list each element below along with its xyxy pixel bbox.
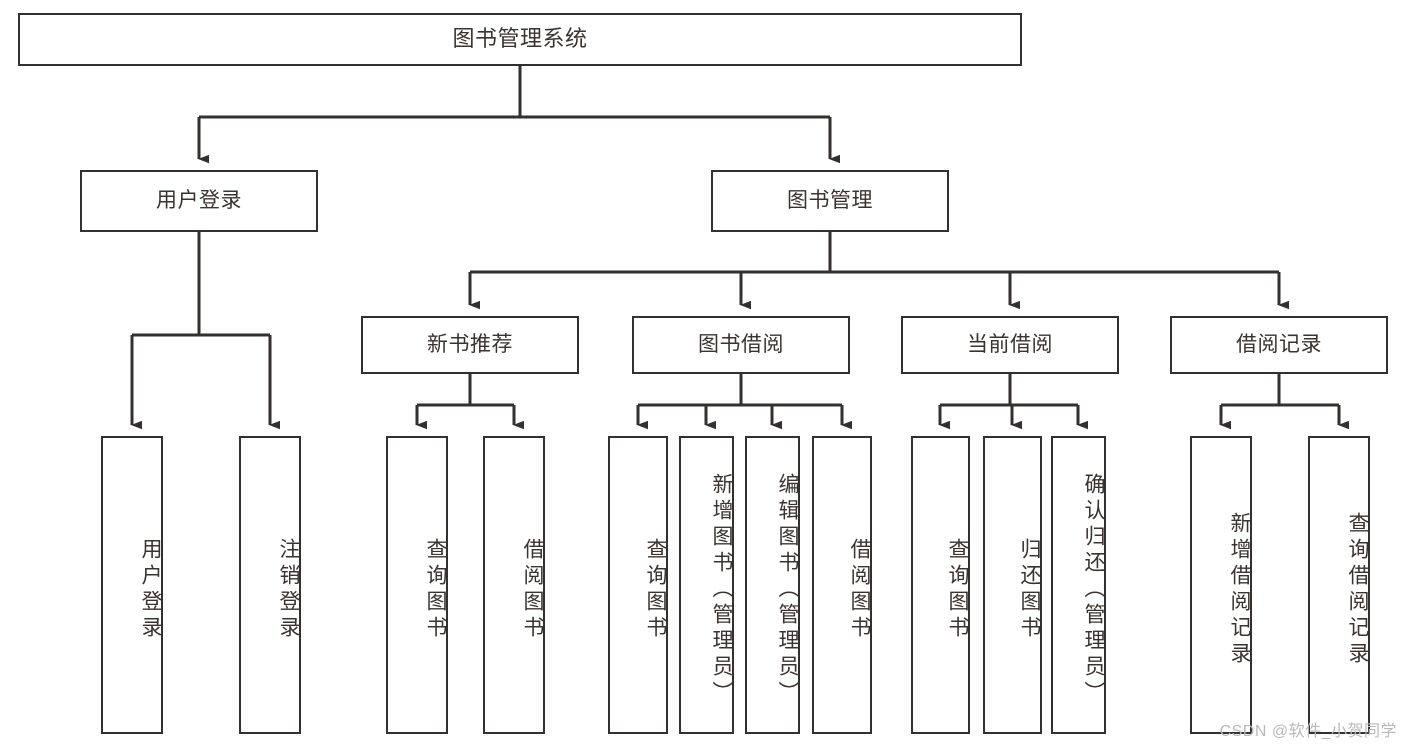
node-label: 当前借阅: [967, 333, 1053, 357]
node-label-line: 借阅图书: [521, 538, 544, 642]
node-label-line: 归还图书: [1018, 538, 1041, 642]
node-label: 图书管理: [787, 189, 873, 213]
node-leaf-7[interactable]: 编辑图书（管理员）: [745, 436, 800, 734]
node-label-line: 新增图书: [710, 473, 733, 577]
node-label-line: 用户登录: [139, 538, 162, 642]
node-label-line: 查询借阅记录: [1346, 512, 1369, 668]
node-label: 图书借阅: [698, 333, 784, 357]
node-label: 图书管理系统: [452, 26, 588, 52]
node-label-line: 查询图书: [946, 538, 969, 642]
node-label-line: 新增借阅记录: [1228, 512, 1251, 668]
node-label: 新书推荐: [427, 333, 513, 357]
node-label-line: 查询图书: [644, 538, 667, 642]
node-level2-1[interactable]: 用户登录: [80, 170, 318, 232]
node-leaf-1[interactable]: 用户登录: [101, 436, 163, 734]
node-leaf-12[interactable]: 新增借阅记录: [1190, 436, 1252, 734]
node-leaf-8[interactable]: 借阅图书: [812, 436, 872, 734]
node-leaf-11[interactable]: 确认归还（管理员）: [1051, 436, 1106, 734]
node-leaf-10[interactable]: 归还图书: [983, 436, 1042, 734]
node-label-line: 编辑图书: [776, 473, 799, 577]
node-leaf-3[interactable]: 查询图书: [386, 436, 448, 734]
node-level3-3[interactable]: 当前借阅: [901, 316, 1119, 374]
node-leaf-6[interactable]: 新增图书（管理员）: [679, 436, 734, 734]
node-label-line: 查询图书: [424, 538, 447, 642]
node-label-line: （管理员）: [710, 577, 733, 707]
node-label-line: （管理员）: [1082, 577, 1105, 707]
node-root-system[interactable]: 图书管理系统: [18, 13, 1022, 66]
node-level3-1[interactable]: 新书推荐: [361, 316, 579, 374]
node-label-line: 确认归还: [1082, 473, 1105, 577]
node-label-line: 借阅图书: [848, 538, 871, 642]
node-label: 用户登录: [156, 189, 242, 213]
node-leaf-9[interactable]: 查询图书: [911, 436, 970, 734]
node-label: 借阅记录: [1236, 333, 1322, 357]
node-label-line: （管理员）: [776, 577, 799, 707]
node-leaf-4[interactable]: 借阅图书: [483, 436, 545, 734]
node-level2-2[interactable]: 图书管理: [711, 170, 949, 232]
node-leaf-5[interactable]: 查询图书: [608, 436, 668, 734]
node-leaf-13[interactable]: 查询借阅记录: [1308, 436, 1370, 734]
node-label-line: 注销登录: [277, 538, 300, 642]
node-level3-2[interactable]: 图书借阅: [632, 316, 850, 374]
node-leaf-2[interactable]: 注销登录: [239, 436, 301, 734]
node-level3-4[interactable]: 借阅记录: [1170, 316, 1388, 374]
